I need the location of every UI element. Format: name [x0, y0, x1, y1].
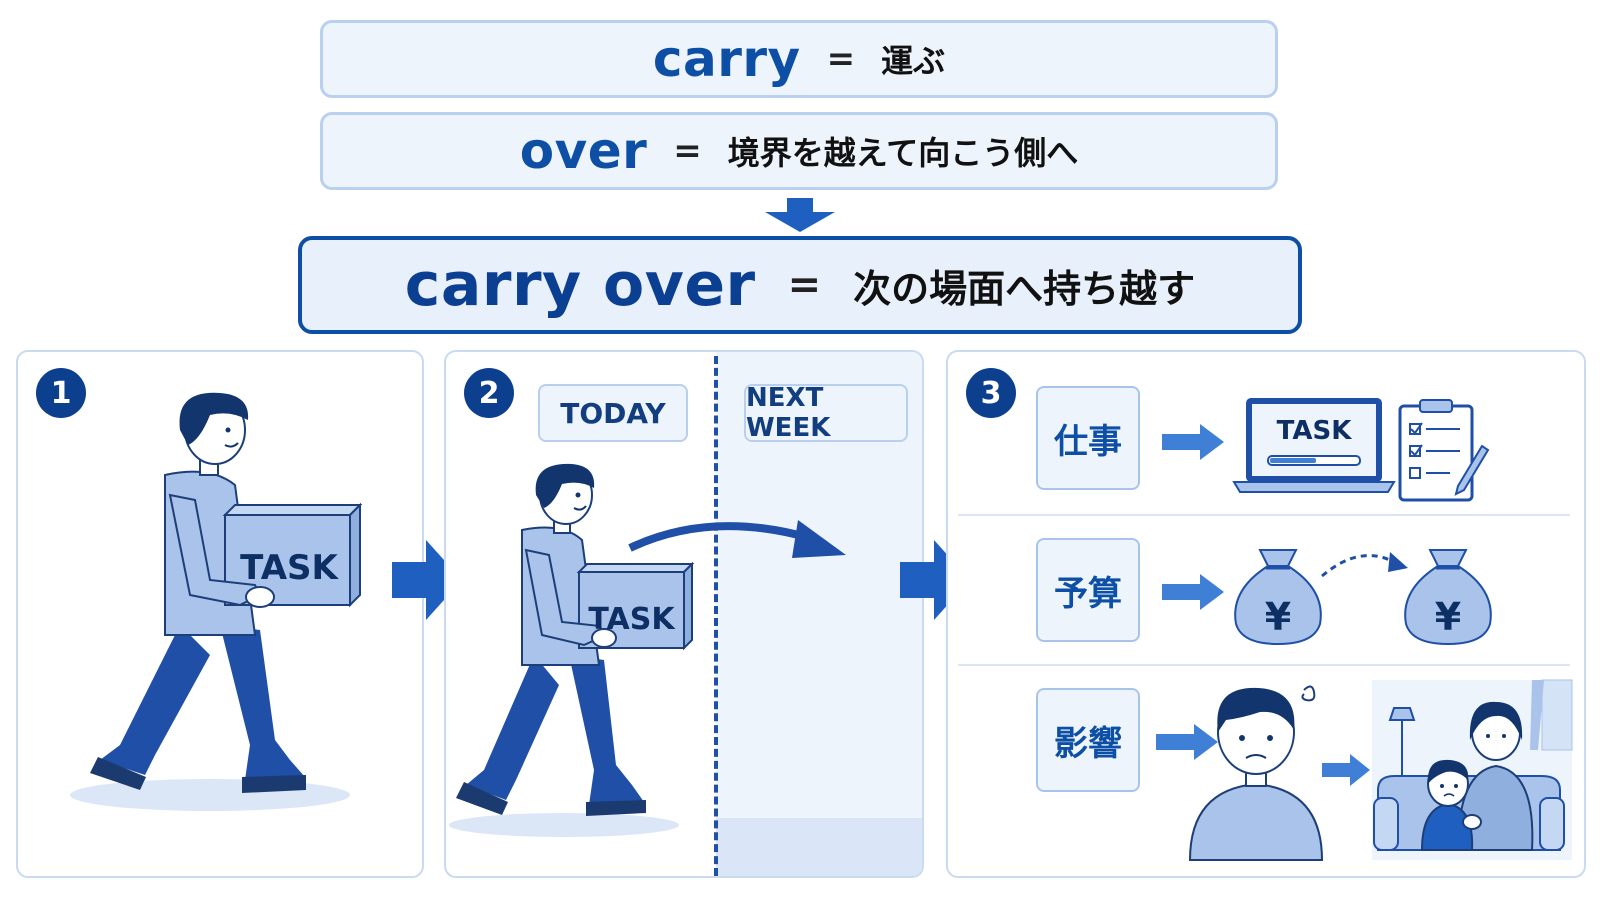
row-divider [958, 664, 1570, 666]
carry-over-definition: carry over = 次の場面へ持ち越す [298, 236, 1302, 334]
today-label: TODAY [538, 384, 688, 442]
dashed-curved-arrow-icon [1321, 552, 1408, 578]
task-box-label: TASK [240, 548, 338, 588]
person-carrying-box-illustration [70, 392, 363, 811]
week-divider [714, 356, 718, 876]
category-impact: 影響 [1036, 688, 1140, 792]
step-badge-1: 1 [36, 368, 86, 418]
money-bag-icon [1404, 549, 1492, 646]
next-week-floor [716, 818, 922, 876]
meaning-carry: 運ぶ [881, 42, 946, 80]
yen-symbol: ¥ [1264, 595, 1292, 639]
arrow-right-small-icon [1322, 754, 1370, 786]
category-budget: 予算 [1036, 538, 1140, 642]
meaning-over: 境界を越えて向こう側へ [727, 134, 1079, 172]
definition-over: over = 境界を越えて向こう側へ [320, 112, 1278, 190]
arrow-right-small-icon [1156, 724, 1218, 760]
category-work: 仕事 [1036, 386, 1140, 490]
down-arrow-icon [765, 198, 835, 232]
equals-sign: = [826, 39, 856, 79]
term-carry-over: carry over [404, 250, 756, 320]
family-sofa-icon [1372, 679, 1573, 860]
yen-symbol-2: ¥ [1434, 595, 1462, 639]
term-carry: carry [652, 30, 801, 88]
arrow-right-small-icon [1162, 574, 1224, 610]
term-over: over [519, 122, 648, 180]
definition-carry: carry = 運ぶ [320, 20, 1278, 98]
laptop-icon [1232, 398, 1396, 493]
meaning-carry-over: 次の場面へ持ち越す [853, 266, 1196, 311]
equals-sign: = [787, 262, 822, 308]
laptop-task-label: TASK [1276, 416, 1352, 446]
curved-arrow-icon [628, 520, 846, 558]
next-week-label: NEXT WEEK [744, 383, 908, 443]
money-bag-icon [1234, 549, 1322, 646]
worried-person-icon [1188, 685, 1324, 861]
step-badge-3: 3 [966, 368, 1016, 418]
person-carrying-box-illustration-2 [449, 463, 695, 837]
step-badge-2: 2 [464, 368, 514, 418]
arrow-right-small-icon [1162, 424, 1224, 460]
checklist-clipboard-icon [1398, 399, 1490, 502]
row-divider [958, 514, 1570, 516]
task-box-label-2: TASK [588, 602, 675, 637]
equals-sign: = [673, 131, 702, 171]
